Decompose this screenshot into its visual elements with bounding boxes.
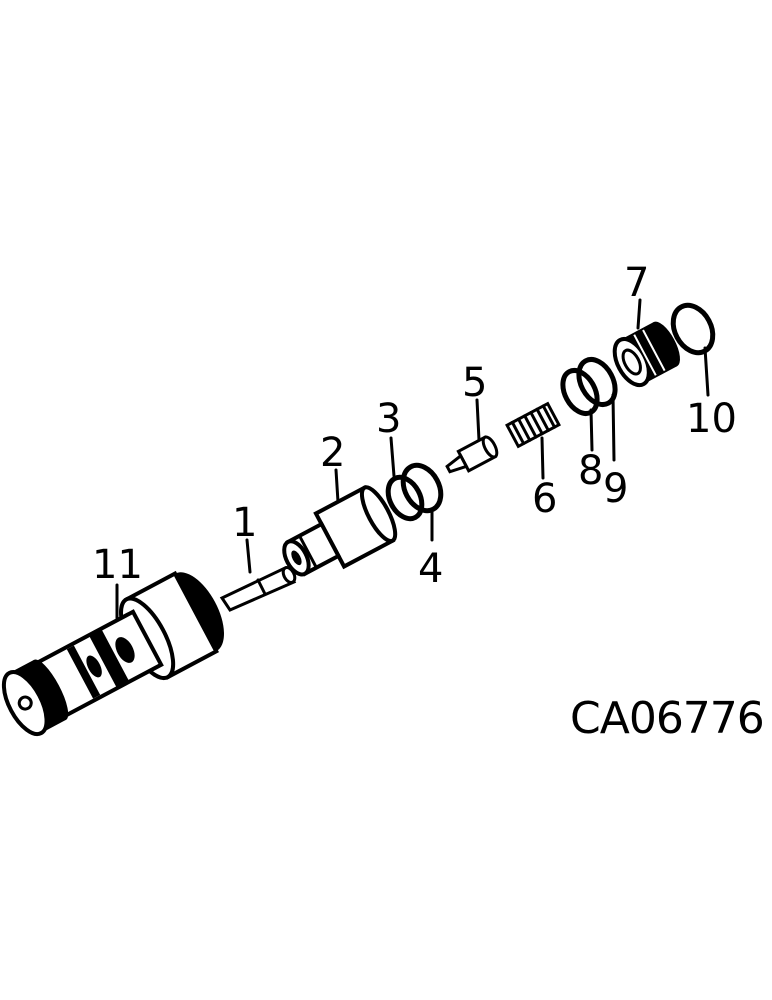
callout-11: 11 <box>92 542 143 588</box>
part-11-valve-body <box>1 570 224 736</box>
part-6-spring <box>505 401 561 449</box>
part-2-poppet <box>282 484 398 577</box>
callout-2: 2 <box>320 430 345 476</box>
leader-9 <box>611 393 616 462</box>
leader-2 <box>334 468 340 504</box>
callout-1: 1 <box>232 500 257 546</box>
leader-1 <box>245 538 252 574</box>
callout-5: 5 <box>462 360 487 406</box>
leader-6 <box>540 436 545 480</box>
callout-6: 6 <box>532 476 557 522</box>
part-4-seal <box>400 462 444 514</box>
leader-3 <box>389 436 396 478</box>
part-7-plug <box>612 321 680 388</box>
callout-4: 4 <box>418 546 443 592</box>
part-9-o-ring <box>576 357 618 407</box>
callout-7: 7 <box>624 260 649 306</box>
callout-3: 3 <box>376 396 401 442</box>
callout-8: 8 <box>578 448 603 494</box>
part-3-ring <box>385 474 425 522</box>
leader-8 <box>589 408 594 452</box>
leader-10 <box>703 346 710 397</box>
drawing-code: CA06776 <box>570 693 764 744</box>
part-5-needle <box>445 435 499 474</box>
leader-5 <box>475 398 481 442</box>
leader-lines <box>115 298 710 620</box>
callout-10: 10 <box>686 396 737 442</box>
leader-7 <box>636 298 642 330</box>
part-1-pin <box>219 566 297 612</box>
callout-9: 9 <box>603 466 628 512</box>
